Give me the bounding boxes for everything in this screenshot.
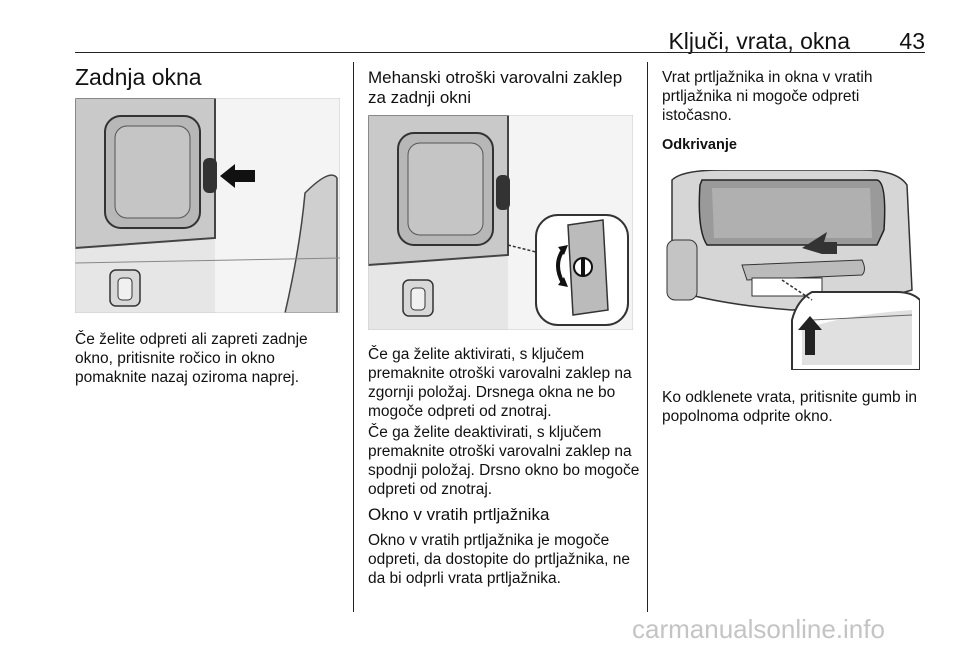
child-lock-activate-text: Če ga želite aktivirati, s ključem prema…: [368, 346, 632, 420]
column-divider-2: [647, 62, 648, 612]
page-number: 43: [899, 28, 925, 54]
sliding-window-illustration: [75, 98, 340, 313]
section-heading-child-lock: Mehanski otroški varovalni zaklep za zad…: [368, 68, 623, 107]
unlock-instruction-text: Ko odklenete vrata, pritisnite gumb in p…: [662, 389, 918, 425]
header-rule: [75, 52, 925, 53]
tailgate-window-illustration: [662, 170, 920, 370]
child-lock-deactivate-text: Če ga želite deaktivirati, s ključem pre…: [368, 424, 640, 498]
tailgate-window-text: Okno v vratih prtljažnika je mogoče odpr…: [368, 532, 630, 587]
tailgate-note-text: Vrat prtljažnika in okna v vratih prtlja…: [662, 69, 873, 124]
rear-windows-text: Če želite odpreti ali zapreti zadnje okn…: [75, 331, 308, 386]
column-divider-1: [353, 62, 354, 612]
section-heading-rear-windows: Zadnja okna: [75, 64, 202, 90]
unlock-label: Odkrivanje: [662, 137, 737, 153]
watermark: carmanualsonline.info: [632, 614, 885, 644]
child-lock-illustration: [368, 115, 633, 330]
section-heading-tailgate-window: Okno v vratih prtljažnika: [368, 505, 550, 524]
running-header: Ključi, vrata, okna: [668, 28, 850, 54]
